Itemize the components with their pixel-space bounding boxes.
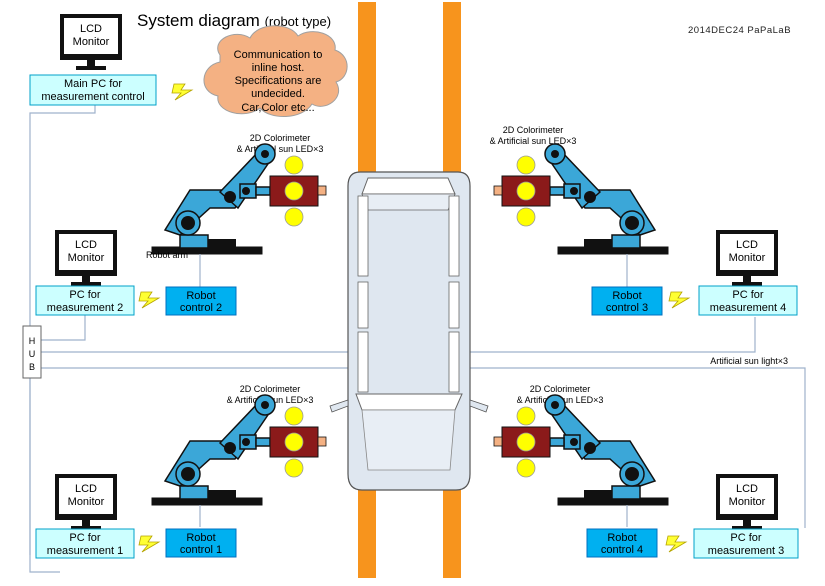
svg-text:inline host.: inline host. <box>252 62 305 74</box>
svg-text:2D Colorimeter: 2D Colorimeter <box>530 384 591 394</box>
svg-text:& Artificial sun LED×3: & Artificial sun LED×3 <box>237 144 324 154</box>
svg-text:control 4: control 4 <box>601 544 643 556</box>
svg-text:Robot: Robot <box>612 290 641 302</box>
page-title: System diagram (robot type) <box>137 11 331 30</box>
svg-text:2D Colorimeter: 2D Colorimeter <box>250 133 311 143</box>
svg-text:PC for: PC for <box>732 289 764 301</box>
link-bolt-4 <box>668 291 690 309</box>
svg-text:LCD: LCD <box>736 239 758 251</box>
robot-links <box>199 254 628 527</box>
svg-text:PC for: PC for <box>69 289 101 301</box>
svg-text:U: U <box>29 349 36 359</box>
link-bolt-main <box>171 83 193 101</box>
svg-text:Monitor: Monitor <box>729 496 766 508</box>
svg-text:measurement 1: measurement 1 <box>47 545 123 557</box>
svg-text:Car,Color etc...: Car,Color etc... <box>241 102 314 114</box>
svg-text:Robot: Robot <box>607 532 636 544</box>
svg-text:B: B <box>29 362 35 372</box>
svg-text:Monitor: Monitor <box>68 252 105 264</box>
svg-text:LCD: LCD <box>75 483 97 495</box>
svg-text:Communication to: Communication to <box>234 49 323 61</box>
svg-text:control 1: control 1 <box>180 544 222 556</box>
monitor-pc4: LCD Monitor <box>716 230 778 286</box>
colorimeter-label-top-left: 2D Colorimeter & Artificial sun LED×3 <box>237 133 324 154</box>
svg-text:& Artificial sun LED×3: & Artificial sun LED×3 <box>490 136 577 146</box>
car-top-view <box>329 171 489 491</box>
pc2-box: PC for measurement 2 <box>35 285 135 316</box>
svg-text:PC for: PC for <box>69 532 101 544</box>
svg-text:LCD: LCD <box>736 483 758 495</box>
pc4-box: PC for measurement 4 <box>698 285 798 316</box>
robot-control-2: Robot control 2 <box>165 286 237 316</box>
robot-arm-label: Robot arm <box>146 250 188 260</box>
svg-text:2D Colorimeter: 2D Colorimeter <box>240 384 301 394</box>
robot-arm-bottom-right <box>493 394 669 506</box>
link-bolt-3 <box>665 535 687 553</box>
link-bolt-2 <box>138 291 160 309</box>
network-hub: H U B <box>22 325 42 379</box>
svg-text:PC for: PC for <box>730 532 762 544</box>
svg-text:Robot: Robot <box>186 532 215 544</box>
hub-label: H <box>29 336 36 346</box>
svg-text:measurement control: measurement control <box>41 91 144 103</box>
svg-text:Specifications are: Specifications are <box>235 75 322 87</box>
monitor-pc2: LCD Monitor <box>55 230 117 286</box>
pc1-box: PC for measurement 1 <box>35 528 135 559</box>
network-lines <box>29 105 806 573</box>
svg-text:2D Colorimeter: 2D Colorimeter <box>503 125 564 135</box>
monitor-pc3: LCD Monitor <box>716 474 778 530</box>
stamp-label: 2014DEC24 PaPaLaB <box>688 25 791 36</box>
svg-text:measurement 2: measurement 2 <box>47 302 123 314</box>
robot-arm-top-left <box>151 143 327 255</box>
robot-arm-bottom-left <box>151 394 327 506</box>
artificial-sun-label: Artificial sun light×3 <box>710 356 788 366</box>
robot-control-4: Robot control 4 <box>586 528 658 558</box>
robot-arm-top-right <box>493 143 669 255</box>
link-bolt-1 <box>138 535 160 553</box>
robot-control-1: Robot control 1 <box>165 528 237 558</box>
pc3-box: PC for measurement 3 <box>693 528 799 559</box>
svg-text:Robot: Robot <box>186 290 215 302</box>
svg-text:LCD: LCD <box>80 23 102 35</box>
svg-text:Main PC for: Main PC for <box>64 78 122 90</box>
svg-text:Monitor: Monitor <box>68 496 105 508</box>
svg-text:measurement 4: measurement 4 <box>710 302 786 314</box>
svg-text:LCD: LCD <box>75 239 97 251</box>
svg-text:control 3: control 3 <box>606 302 648 314</box>
svg-text:Monitor: Monitor <box>729 252 766 264</box>
monitor-pc1: LCD Monitor <box>55 474 117 530</box>
svg-text:control 2: control 2 <box>180 302 222 314</box>
svg-text:measurement 3: measurement 3 <box>708 545 784 557</box>
colorimeter-label-top-right: 2D Colorimeter & Artificial sun LED×3 <box>490 125 577 146</box>
main-monitor: LCD Monitor <box>60 14 122 70</box>
svg-text:Monitor: Monitor <box>73 36 110 48</box>
svg-text:undecided.: undecided. <box>251 88 305 100</box>
host-cloud: Communication to inline host. Specificat… <box>203 25 348 118</box>
robot-control-3: Robot control 3 <box>591 286 663 316</box>
main-pc-box: Main PC for measurement control <box>29 74 157 106</box>
